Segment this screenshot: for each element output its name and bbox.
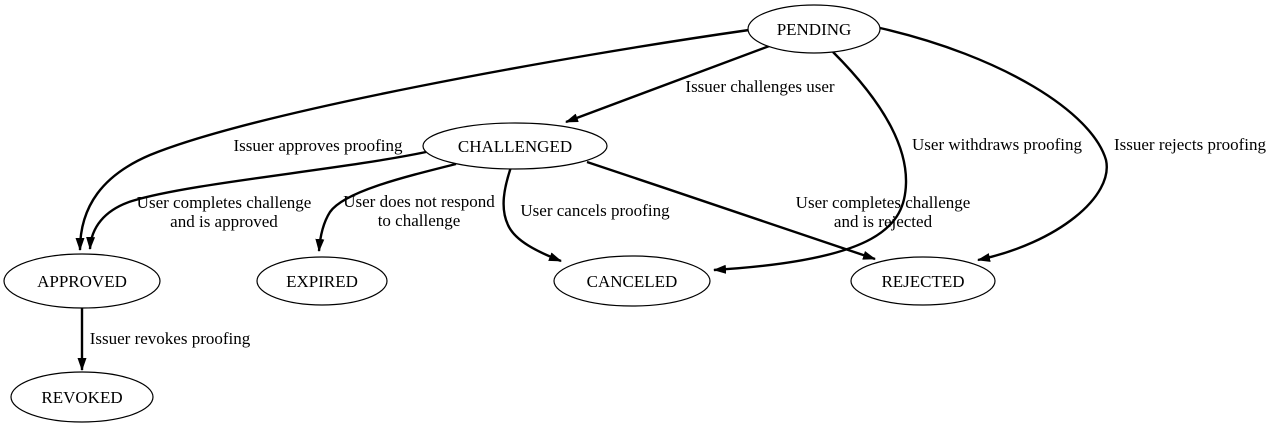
state-node-expired: EXPIRED: [256, 256, 388, 306]
edge-label-pending-to-approved-line-1: Issuer approves proofing: [233, 136, 403, 155]
state-node-pending-ellipse: [747, 4, 881, 54]
state-node-challenged-ellipse: [422, 122, 608, 170]
state-node-canceled-label: CANCELED: [587, 272, 678, 291]
edge-label-pending-to-challenged-line-1: Issuer challenges user: [685, 77, 835, 96]
edge-label-challenged-to-rejected-line-2: and is rejected: [834, 212, 933, 231]
state-node-rejected-ellipse: [850, 256, 996, 306]
edge-pending-to-rejected-line: [879, 26, 1108, 262]
state-node-expired-ellipse: [256, 256, 388, 306]
state-node-rejected-label: REJECTED: [881, 272, 964, 291]
state-node-challenged: CHALLENGED: [422, 122, 608, 170]
edge-challenged-to-expired-line: [315, 162, 457, 252]
edge-pending-to-rejected: Issuer rejects proofing: [879, 26, 1267, 262]
edge-pending-to-canceled-line: [713, 51, 908, 274]
edge-pending-to-challenged: Issuer challenges user: [565, 43, 835, 124]
edge-label-challenged-to-rejected-line-1: User completes challenge: [796, 193, 971, 212]
state-node-approved-label: APPROVED: [37, 272, 127, 291]
state-node-canceled-ellipse: [553, 255, 711, 307]
state-node-approved: APPROVED: [3, 253, 161, 309]
edge-pending-to-challenged-line: [565, 43, 773, 124]
edge-label-approved-to-revoked-line-1: Issuer revokes proofing: [90, 329, 251, 348]
edge-label-challenged-to-expired-line-1: User does not respond: [343, 192, 495, 211]
state-node-challenged-label: CHALLENGED: [458, 137, 572, 156]
state-node-pending: PENDING: [747, 4, 881, 54]
state-node-revoked-ellipse: [10, 371, 154, 423]
state-node-pending-label: PENDING: [777, 20, 852, 39]
edge-challenged-to-approved-line: [86, 150, 427, 250]
edge-label-challenged-to-expired-line-2: to challenge: [378, 211, 461, 230]
state-node-revoked-label: REVOKED: [41, 388, 122, 407]
edge-label-challenged-to-approved-line-2: and is approved: [170, 212, 278, 231]
state-node-approved-ellipse: [3, 253, 161, 309]
edge-label-pending-to-canceled-line-1: User withdraws proofing: [912, 135, 1082, 154]
edge-challenged-to-canceled-line: [502, 166, 562, 263]
state-node-expired-label: EXPIRED: [286, 272, 358, 291]
state-node-rejected: REJECTED: [850, 256, 996, 306]
edge-approved-to-revoked: Issuer revokes proofing: [77, 308, 251, 371]
state-node-canceled: CANCELED: [553, 255, 711, 307]
state-node-revoked: REVOKED: [10, 371, 154, 423]
node-layer: PENDING CHALLENGED APPROVED EXPIRED CANCELED…: [3, 4, 996, 423]
edge-pending-to-canceled: User withdraws proofing: [713, 51, 1082, 274]
edge-pending-to-approved-line: [75, 28, 750, 251]
edge-pending-to-approved: Issuer approves proofing: [75, 28, 750, 251]
edge-challenged-to-rejected-line: [586, 160, 876, 261]
edge-label-challenged-to-canceled-line-1: User cancels proofing: [520, 201, 670, 220]
edge-challenged-to-canceled: User cancels proofing: [502, 166, 670, 263]
edge-label-pending-to-rejected-line-1: Issuer rejects proofing: [1114, 135, 1267, 154]
edge-label-challenged-to-approved-line-1: User completes challenge: [137, 193, 312, 212]
